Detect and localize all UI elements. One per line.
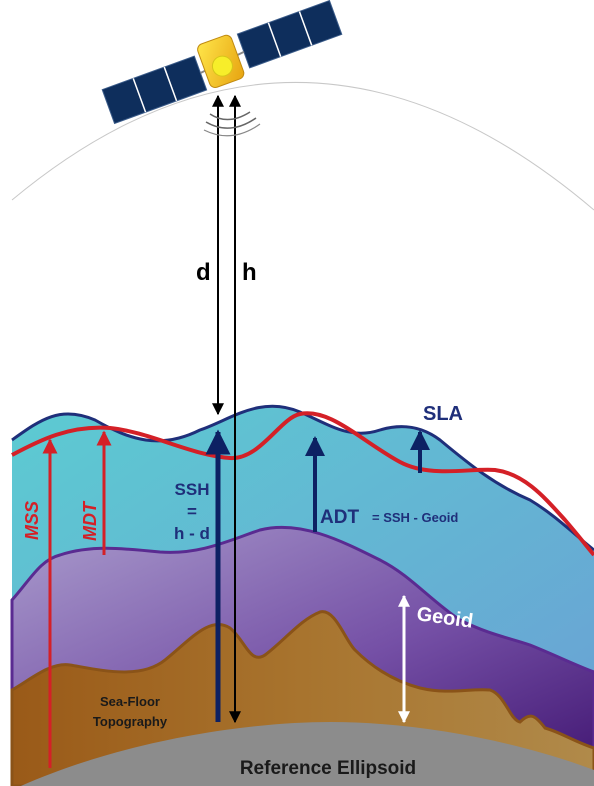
label-seafloor-line1: Sea-Floor bbox=[100, 694, 160, 709]
label-adt: ADT bbox=[320, 507, 359, 528]
reference-ellipsoid bbox=[12, 722, 594, 786]
label-mdt: MDT bbox=[80, 500, 100, 541]
label-ssh-line3: h - d bbox=[174, 524, 210, 543]
label-h: h bbox=[242, 259, 257, 286]
label-d: d bbox=[196, 259, 211, 286]
label-mss: MSS bbox=[22, 501, 42, 540]
satellite-icon bbox=[101, 0, 343, 137]
label-ssh-line1: SSH bbox=[175, 480, 210, 499]
orbit-arc bbox=[11, 81, 594, 211]
label-ellipsoid: Reference Ellipsoid bbox=[240, 758, 416, 779]
label-adt-formula: = SSH - Geoid bbox=[372, 510, 458, 525]
label-seafloor-line2: Topography bbox=[93, 714, 168, 729]
mean-sea-surface-line bbox=[11, 411, 594, 557]
label-ssh-line2: = bbox=[187, 502, 197, 521]
label-sla: SLA bbox=[423, 403, 463, 425]
